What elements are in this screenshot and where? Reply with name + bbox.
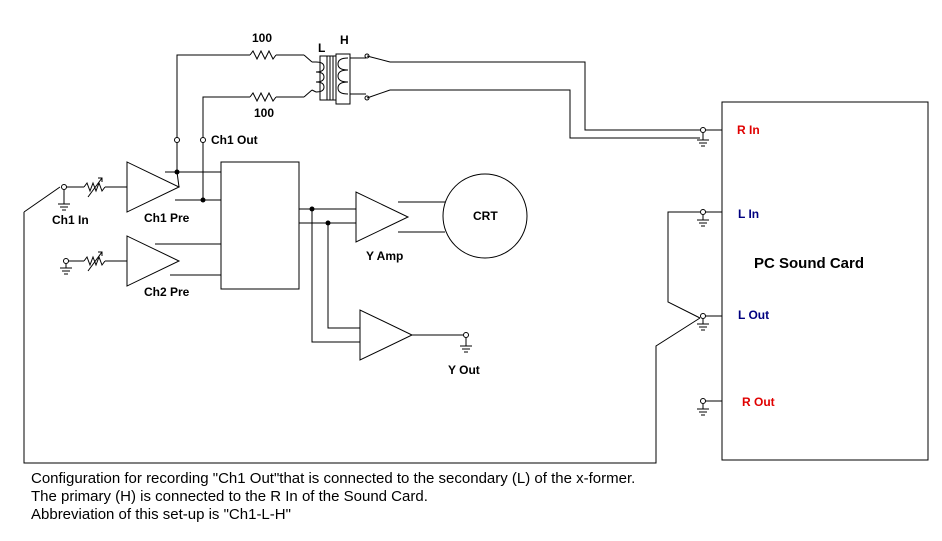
- resistor-top-label: 100: [252, 31, 272, 45]
- caption-line-3: Abbreviation of this set-up is "Ch1-L-H": [31, 506, 291, 523]
- y-amp-label: Y Amp: [366, 249, 403, 263]
- pc-sound-card-label: PC Sound Card: [754, 255, 864, 272]
- l-in-label: L In: [738, 207, 759, 221]
- transformer-l-label: L: [318, 41, 325, 55]
- crt-label: CRT: [473, 209, 498, 223]
- resistor-bottom: [249, 91, 277, 103]
- ch1-out-taps: [174, 137, 206, 200]
- ch1-input: [23, 177, 127, 213]
- ch1-pre-label: Ch1 Pre: [144, 211, 190, 225]
- transformer-h-label: H: [340, 33, 349, 47]
- top-wiring: [176, 54, 313, 140]
- switch-contacts: [364, 53, 700, 139]
- mixer-block: [220, 161, 300, 290]
- pc-sound-card: [721, 101, 929, 461]
- resistor-top: [249, 49, 277, 61]
- y-out-label: Y Out: [448, 363, 480, 377]
- sound-card-terminals: [697, 127, 722, 416]
- l-in-l-out-jumper: [667, 211, 701, 319]
- mixer-outputs: [299, 206, 360, 343]
- y-out-amp: [359, 309, 472, 361]
- caption: Configuration for recording "Ch1 Out"tha…: [31, 470, 635, 524]
- l-out-label: L Out: [738, 308, 769, 322]
- ch2-input: [60, 251, 127, 275]
- ch2-preamp: [126, 235, 221, 287]
- r-out-label: R Out: [742, 395, 775, 409]
- ch2-pre-label: Ch2 Pre: [144, 285, 190, 299]
- loopback-wire: [23, 212, 701, 464]
- resistor-bottom-label: 100: [254, 106, 274, 120]
- caption-line-1: Configuration for recording "Ch1 Out"tha…: [31, 470, 636, 487]
- caption-line-2: The primary (H) is connected to the R In…: [31, 488, 428, 505]
- ch1-preamp: [126, 161, 221, 213]
- ch1-in-label: Ch1 In: [52, 213, 89, 227]
- y-amp: [355, 191, 445, 243]
- ch1-out-label: Ch1 Out: [211, 133, 258, 147]
- crt: [442, 173, 528, 259]
- transformer: [311, 53, 366, 105]
- r-in-label: R In: [737, 123, 760, 137]
